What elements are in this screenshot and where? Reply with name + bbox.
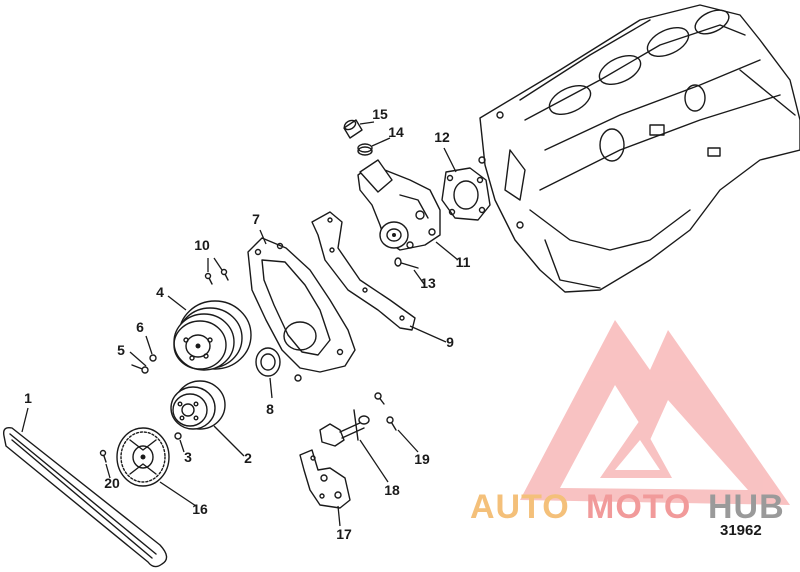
part-10-bolts	[204, 268, 229, 285]
callout-5: 5	[117, 342, 125, 358]
part-2-crank-pulley	[170, 380, 226, 430]
callout-2: 2	[244, 450, 252, 466]
part-1-belt	[2, 426, 168, 568]
leader-lines	[21, 121, 459, 527]
callout-7: 7	[252, 211, 260, 227]
callout-17: 17	[336, 526, 352, 542]
part-19-bolts	[374, 392, 397, 431]
watermark-logo	[520, 320, 790, 505]
watermark-word-hub: HUB	[708, 488, 785, 526]
callout-14: 14	[388, 124, 404, 140]
part-4-double-pulley	[173, 300, 252, 371]
part-14-clamp	[357, 143, 373, 156]
callout-20: 20	[104, 475, 120, 491]
callout-1: 1	[24, 390, 32, 406]
part-9-cover-gasket	[311, 211, 416, 331]
callout-4: 4	[156, 284, 164, 300]
part-8-seal	[255, 347, 281, 377]
part-15-hose-fitting	[343, 119, 363, 139]
callout-10: 10	[194, 237, 210, 253]
part-18-stud	[319, 409, 370, 447]
part-6-screw	[149, 354, 157, 362]
watermark-word-auto: AUTO	[470, 488, 570, 526]
part-17-bracket	[299, 449, 351, 509]
callout-6: 6	[136, 319, 144, 335]
part-16-sprocket	[116, 427, 170, 487]
callout-18: 18	[384, 482, 400, 498]
watermark-word-moto: MOTO	[586, 488, 692, 526]
cover-screw	[294, 374, 302, 382]
callout-16: 16	[192, 501, 208, 517]
part-20-screw	[99, 449, 107, 463]
callout-19: 19	[414, 451, 430, 467]
part-7-timing-cover	[247, 237, 356, 373]
part-12-pump-gasket	[441, 167, 491, 221]
callout-3: 3	[184, 449, 192, 465]
part-5-screw	[131, 364, 149, 374]
part-11-water-pump	[357, 159, 441, 251]
part-13-bolt	[394, 257, 419, 269]
callout-8: 8	[266, 401, 274, 417]
diagram-reference-number: 31962	[720, 522, 762, 539]
callout-9: 9	[446, 334, 454, 350]
part-3-screw	[174, 432, 182, 440]
callout-15: 15	[372, 106, 388, 122]
engine-block	[478, 4, 800, 293]
callout-11: 11	[456, 254, 471, 270]
callout-13: 13	[420, 275, 436, 291]
callout-12: 12	[434, 129, 450, 145]
